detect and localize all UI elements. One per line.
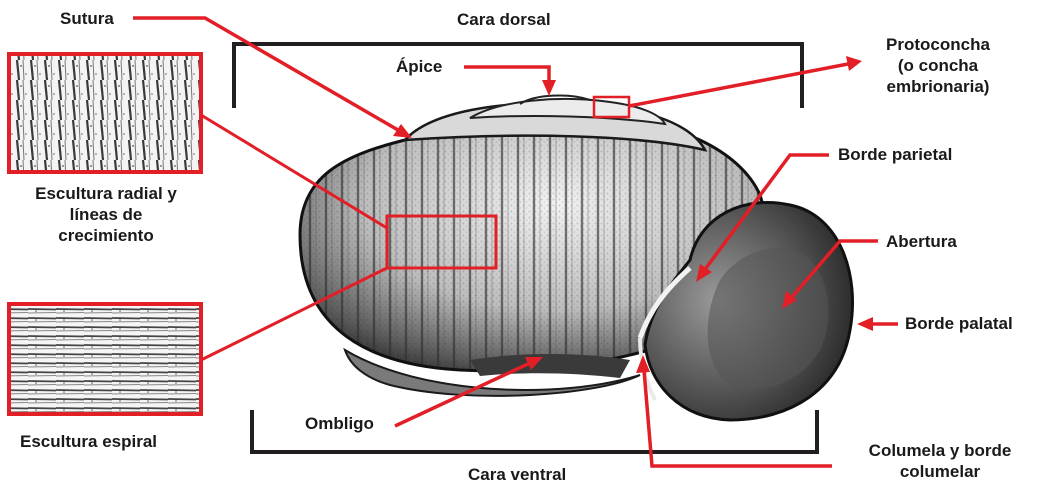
arrow-apice xyxy=(464,67,556,96)
label-escultura-radial-line2: líneas de xyxy=(0,204,212,225)
label-protoconcha-line3: embrionaria) xyxy=(848,76,1028,97)
label-columela-line1: Columela y borde xyxy=(842,440,1038,461)
label-cara-ventral: Cara ventral xyxy=(468,464,566,485)
label-protoconcha-line1: Protoconcha xyxy=(848,34,1028,55)
inset-radial-sculpture xyxy=(9,54,201,172)
label-ombligo: Ombligo xyxy=(305,413,374,434)
label-borde-parietal: Borde parietal xyxy=(838,144,952,165)
arrow-protoconcha xyxy=(629,56,862,106)
label-columela-line2: columelar xyxy=(842,461,1038,482)
label-borde-palatal: Borde palatal xyxy=(905,313,1013,334)
label-escultura-radial-line3: crecimiento xyxy=(0,225,212,246)
label-apice: Ápice xyxy=(396,56,442,77)
dorsal-bracket xyxy=(234,44,802,108)
label-escultura-radial-line1: Escultura radial y xyxy=(0,183,212,204)
label-cara-dorsal: Cara dorsal xyxy=(457,9,551,30)
label-escultura-radial: Escultura radial y líneas de crecimiento xyxy=(0,183,212,246)
label-protoconcha-line2: (o concha xyxy=(848,55,1028,76)
label-protoconcha: Protoconcha (o concha embrionaria) xyxy=(848,34,1028,97)
inset-spiral-sculpture xyxy=(9,304,201,414)
arrow-borde-palatal xyxy=(857,317,898,331)
label-sutura: Sutura xyxy=(60,8,114,29)
label-columela: Columela y borde columelar xyxy=(842,440,1038,482)
label-escultura-espiral: Escultura espiral xyxy=(20,431,157,452)
label-abertura: Abertura xyxy=(886,231,957,252)
